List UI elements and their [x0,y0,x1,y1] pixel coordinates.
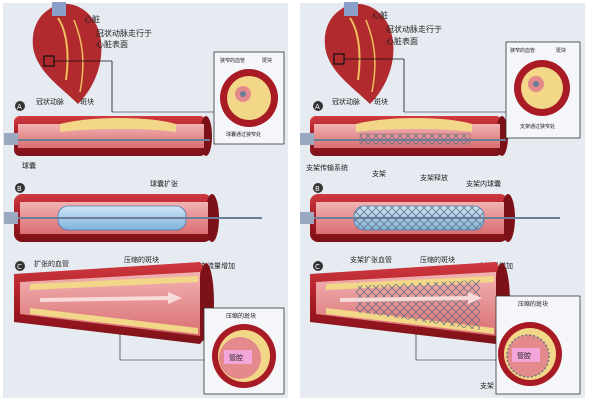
svg-text:球囊通过狭窄处: 球囊通过狭窄处 [226,131,261,138]
stent-ring [506,334,550,378]
svg-text:压缩的斑块: 压缩的斑块 [226,312,256,320]
label-flow: 血流量增加 [200,261,235,270]
inset-c-left: 压缩的斑块 管腔 [119,307,285,395]
stent-deployed [356,280,480,330]
svg-text:支架通过狭窄处: 支架通过狭窄处 [520,123,555,130]
svg-text:压缩的斑块: 压缩的斑块 [518,300,548,308]
lumen-label-box [224,350,252,364]
svg-text:A: A [17,103,22,111]
coronary-note-2: 心脏表面 [96,39,128,49]
marker-a [15,101,25,111]
label-widened: 扩张的血管 [34,259,69,268]
label-compressed: 压缩的斑块 [124,255,159,264]
left-panel: 心脏 冠状动脉走行于 心脏表面 A 冠状动脉 斑块 球囊 狭窄的血管 斑块 [3,2,288,398]
label-plaque: 斑块 [80,97,94,106]
svg-text:斑块: 斑块 [374,97,388,106]
heart-illustration-left [32,2,102,104]
section-a-left: A 冠状动脉 斑块 球囊 [4,97,212,170]
svg-text:支架: 支架 [480,381,494,390]
svg-text:狭窄的血管: 狭窄的血管 [510,47,535,54]
label-inflated: 球囊扩张 [150,179,178,188]
label-balloon: 球囊 [22,161,36,170]
svg-text:斑块: 斑块 [262,57,272,64]
svg-text:B: B [17,185,22,193]
inset-a-right: 狭窄的血管 斑块 支架通过狭窄处 [505,41,581,139]
section-a-right: A 冠状动脉 斑块 支架传输系统 支架 [300,97,508,178]
svg-text:支架内球囊: 支架内球囊 [466,179,501,188]
inset-a-left: 狭窄的血管 斑块 球囊通过狭窄处 [213,51,285,145]
svg-text:冠状动脉: 冠状动脉 [332,97,360,106]
svg-text:B: B [315,185,320,193]
inset-c-right: 压缩的斑块 管腔 支架 [415,295,581,395]
flow-arrow [39,296,171,302]
svg-text:斑块: 斑块 [556,47,566,54]
svg-text:A: A [315,103,320,111]
svg-text:管腔: 管腔 [517,351,531,360]
section-b-right: B 支架释放 支架内球囊 [300,173,560,242]
svg-text:支架传输系统: 支架传输系统 [306,163,348,172]
lumen-label: 管腔 [229,353,243,362]
svg-text:冠状动脉走行于: 冠状动脉走行于 [386,24,442,34]
svg-text:狭窄的血管: 狭窄的血管 [220,57,245,64]
svg-text:心脏表面: 心脏表面 [386,36,418,46]
svg-text:支架扩张血管: 支架扩张血管 [350,255,392,264]
heart-label-r: 心脏 [372,10,388,20]
svg-text:C: C [315,263,320,271]
coronary-note-1: 冠状动脉走行于 [96,28,152,38]
section-b-left: B 球囊扩张 [4,179,262,242]
plaque-a [60,118,176,132]
svg-text:压缩的斑块: 压缩的斑块 [420,255,455,264]
svg-text:支架: 支架 [372,169,386,178]
section-c-right: C 支架扩张血管 压缩的斑块 血流量增加 [310,255,513,344]
section-c-left: C 扩张的血管 压缩的斑块 血流量增加 [14,255,235,344]
heart-label: 心脏 [84,14,100,24]
svg-text:支架释放: 支架释放 [420,173,448,182]
label-artery: 冠状动脉 [36,97,64,106]
svg-text:C: C [17,263,22,271]
right-panel: 心脏 冠状动脉走行于 心脏表面 A 冠状动脉 斑块 支架传输系统 支架 狭窄的血… [300,2,585,398]
